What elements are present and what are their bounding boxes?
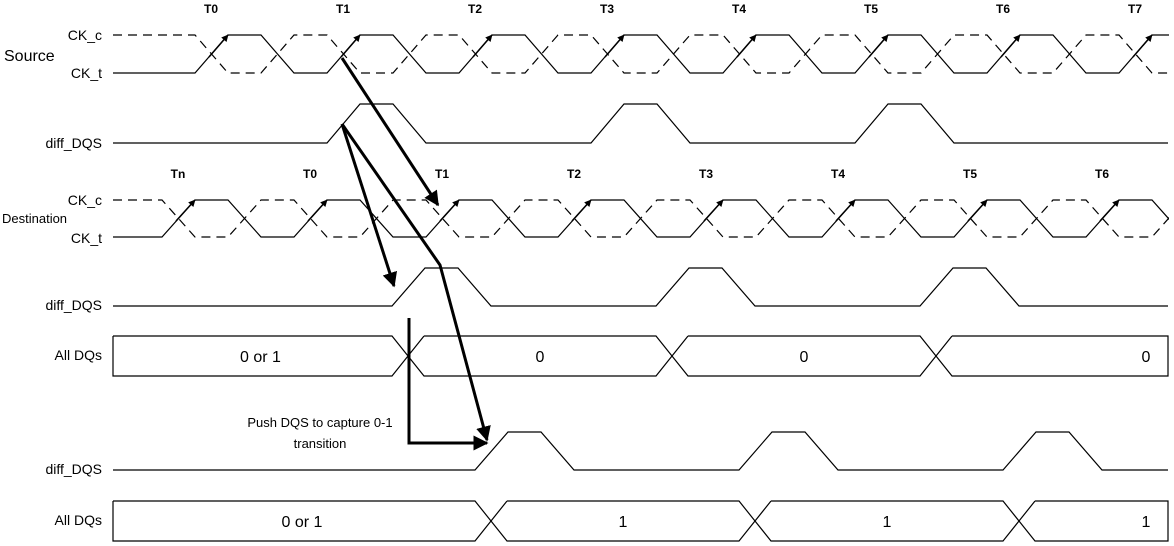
- destination-rising-edge-arrow-icon: [439, 199, 460, 222]
- destination-clock-tick-label: T6: [1095, 167, 1109, 181]
- push-dqs-arrow: [407, 318, 489, 451]
- source-rising-edge-arrow-icon: [868, 34, 889, 58]
- destination-group-label: Destination: [2, 211, 67, 226]
- destination-clock-tick-label: T4: [831, 167, 845, 181]
- destination-clock-tick-label: T1: [435, 167, 449, 181]
- pushed-dq-bus-segment: [490, 500, 756, 542]
- source-dqs-waveform: [113, 103, 1168, 144]
- destination-dq-bus-value: 0: [1142, 349, 1151, 366]
- destination-dq-bus-segment: [671, 335, 937, 377]
- pushed-dq-bus-segment: [1018, 500, 1169, 542]
- destination-dq-bus-value: 0 or 1: [240, 349, 281, 366]
- pushed-dq-bus-value: 1: [619, 514, 628, 531]
- destination-rising-edge-arrow-icon: [175, 199, 196, 222]
- destination-rising-edge-arrow-icon: [307, 199, 328, 222]
- destination-dq-bus-segment: [935, 335, 1169, 377]
- destination-clock-tick-label: T3: [699, 167, 713, 181]
- pushed-dq-bus-segment: [754, 500, 1020, 542]
- destination-dqs-waveform: [113, 267, 1168, 307]
- pushed-dq-bus-segment: [112, 500, 492, 542]
- source-rising-edge-arrow-icon: [736, 34, 757, 58]
- destination-clock-tick-label: Tn: [171, 167, 186, 181]
- source-clock-tick-label: T0: [204, 2, 218, 16]
- source-clock-tick-label: T2: [468, 2, 482, 16]
- destination-clock-tick-label: T5: [963, 167, 977, 181]
- pushed-dqs-label: diff_DQS: [45, 461, 102, 477]
- source-ck-t-label: CK_t: [71, 65, 102, 81]
- pushed-dq-bus-value: 1: [883, 514, 892, 531]
- destination-rising-edge-arrow-icon: [967, 199, 988, 222]
- source-ck-t-waveform: [113, 34, 1169, 74]
- destination-clock-tick-label: T2: [567, 167, 581, 181]
- destination-clock-tick-label: T0: [303, 167, 317, 181]
- source-rising-edge-arrow-icon: [1132, 34, 1153, 58]
- dqs-push-arrow: [340, 123, 491, 442]
- source-rising-edge-arrow-icon: [340, 34, 361, 58]
- source-rising-edge-arrow-icon: [208, 34, 229, 58]
- destination-dq-label: All DQs: [55, 347, 102, 363]
- source-clock-tick-label: T5: [864, 2, 878, 16]
- destination-ck-t-waveform: [113, 199, 1169, 238]
- destination-rising-edge-arrow-icon: [1099, 199, 1120, 222]
- source-clock-tick-label: T3: [600, 2, 614, 16]
- clock-propagation-arrow: [340, 57, 440, 207]
- annotation-line-1: Push DQS to capture 0-1: [247, 415, 392, 430]
- annotation-line-2: transition: [294, 436, 347, 451]
- destination-ck-c-label: CK_c: [68, 192, 102, 208]
- pushed-dqs-waveform: [113, 431, 1168, 471]
- source-clock-tick-label: T6: [996, 2, 1010, 16]
- source-dqs-label: diff_DQS: [45, 135, 102, 151]
- destination-dqs-label: diff_DQS: [45, 297, 102, 313]
- dqs-propagation-arrow: [340, 123, 398, 288]
- source-group-label: Source: [4, 48, 55, 65]
- source-rising-edge-arrow-icon: [604, 34, 625, 58]
- destination-rising-edge-arrow-icon: [835, 199, 856, 222]
- destination-dq-bus-value: 0: [800, 349, 809, 366]
- source-clock-tick-label: T4: [732, 2, 746, 16]
- source-rising-edge-arrow-icon: [472, 34, 493, 58]
- source-clock-tick-label: T7: [1128, 2, 1142, 16]
- pushed-dq-label: All DQs: [55, 512, 102, 528]
- source-clock-tick-label: T1: [336, 2, 350, 16]
- pushed-dq-bus-value: 1: [1142, 514, 1151, 531]
- destination-dq-bus-value: 0: [536, 349, 545, 366]
- destination-rising-edge-arrow-icon: [571, 199, 592, 222]
- source-ck-c-label: CK_c: [68, 27, 102, 43]
- destination-ck-c-waveform: [113, 199, 1169, 238]
- destination-dq-bus-segment: [112, 335, 409, 377]
- pushed-dq-bus-value: 0 or 1: [282, 514, 323, 531]
- destination-rising-edge-arrow-icon: [703, 199, 724, 222]
- source-ck-c-waveform: [113, 34, 1169, 74]
- source-rising-edge-arrow-icon: [1000, 34, 1021, 58]
- destination-ck-t-label: CK_t: [71, 230, 102, 246]
